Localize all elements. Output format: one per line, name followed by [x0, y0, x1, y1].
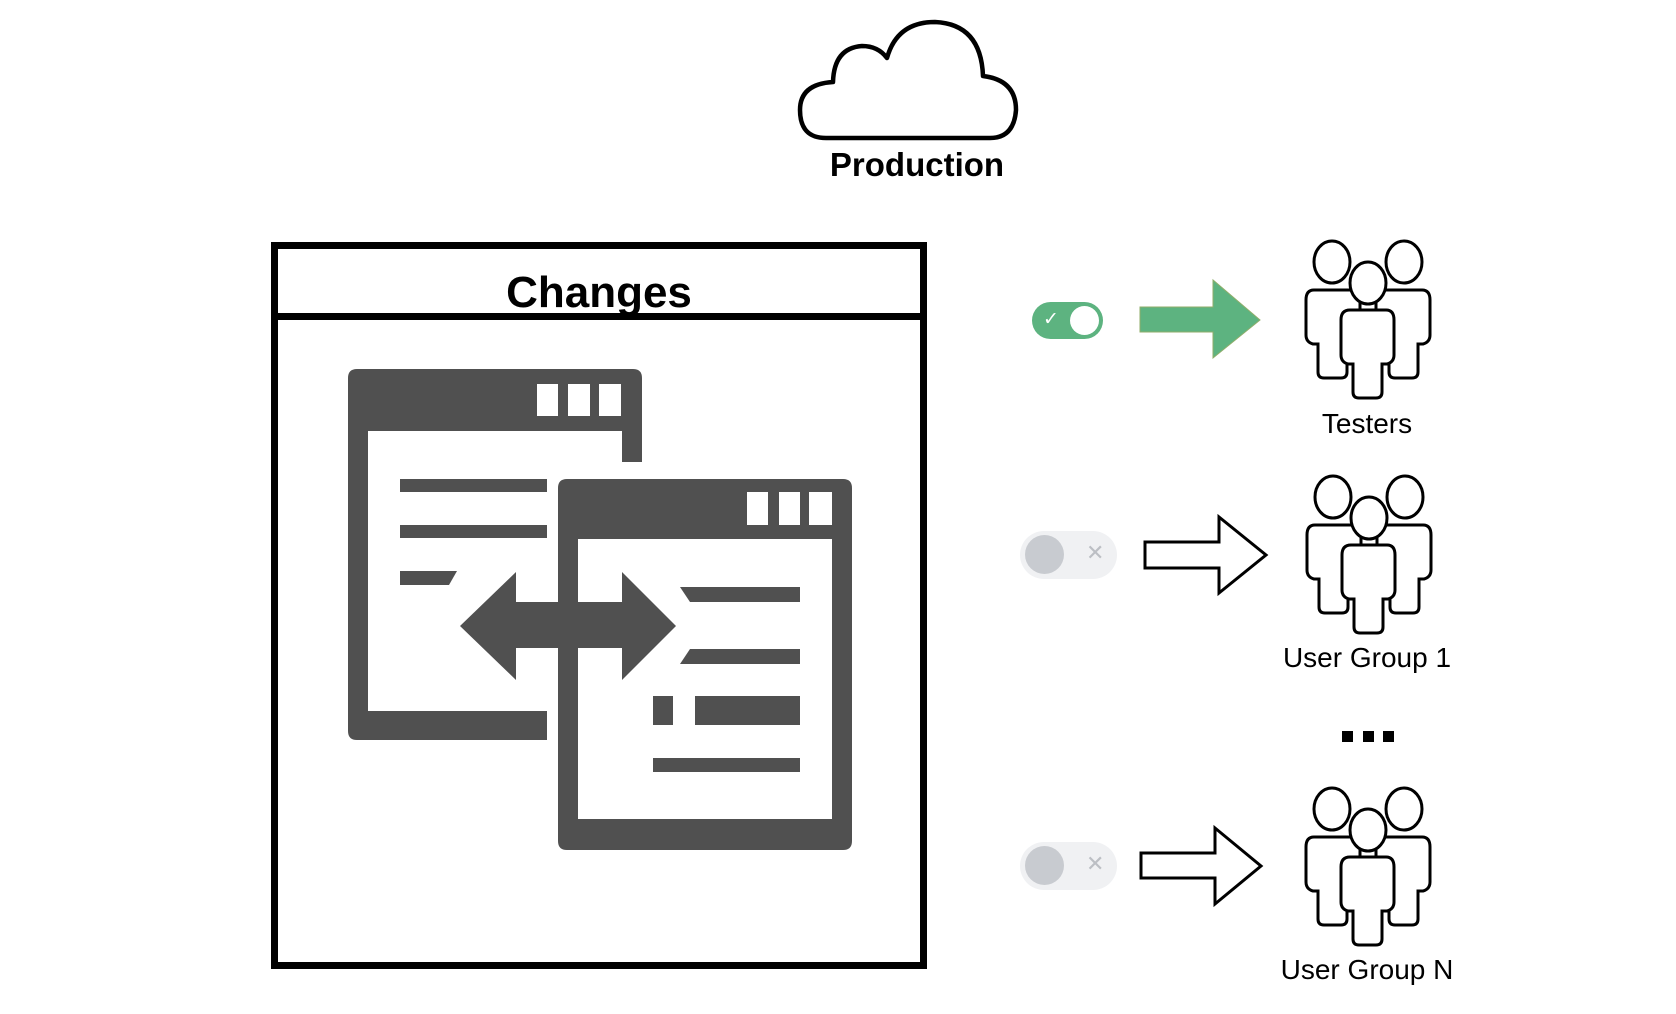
- group-label-user-group-n: User Group N: [1280, 954, 1454, 985]
- toggle-testers[interactable]: ✓: [1032, 302, 1103, 339]
- toggle-knob: [1025, 846, 1064, 885]
- double-arrow-icon: [460, 572, 676, 680]
- arrow-user-group-1: [1143, 513, 1269, 597]
- close-icon: ✕: [1086, 541, 1105, 566]
- changes-header-divider: [271, 313, 927, 320]
- compare-windows-icon: [348, 369, 852, 850]
- text-line: [400, 571, 457, 585]
- ellipsis-dot: [1342, 731, 1353, 742]
- window-front-button: [779, 492, 800, 525]
- window-back-button: [537, 384, 558, 416]
- changes-title: Changes: [506, 268, 692, 317]
- changes-panel: [271, 242, 927, 969]
- close-icon: ✕: [1086, 852, 1105, 877]
- ellipsis-dot: [1362, 731, 1374, 742]
- users-group-icon: [1305, 474, 1433, 635]
- text-line: [400, 525, 547, 538]
- text-line: [680, 587, 800, 602]
- users-group-icon: [1304, 786, 1432, 947]
- text-line: [653, 758, 800, 772]
- window-back-button: [599, 384, 621, 416]
- window-back-button: [568, 384, 590, 416]
- text-line: [400, 479, 547, 492]
- toggle-user-group-n[interactable]: ✕: [1020, 842, 1117, 890]
- text-bullet: [653, 696, 673, 725]
- group-label-testers: Testers: [1321, 408, 1413, 439]
- toggle-knob: [1070, 306, 1099, 335]
- arrow-user-group-n: [1139, 824, 1264, 908]
- group-label-user-group-1: User Group 1: [1282, 642, 1452, 673]
- users-group-icon: [1304, 239, 1432, 400]
- text-line: [680, 649, 800, 664]
- ellipsis: [1342, 731, 1394, 742]
- text-line: [695, 696, 800, 725]
- toggle-user-group-1[interactable]: ✕: [1020, 531, 1117, 579]
- toggle-knob: [1025, 535, 1064, 574]
- ellipsis-dot: [1383, 731, 1394, 742]
- arrow-testers: [1139, 278, 1261, 360]
- window-front-button: [809, 492, 832, 525]
- check-icon: ✓: [1043, 308, 1059, 330]
- cloud-icon: [797, 19, 1019, 141]
- window-front-button: [747, 492, 768, 525]
- production-label: Production: [829, 146, 1005, 183]
